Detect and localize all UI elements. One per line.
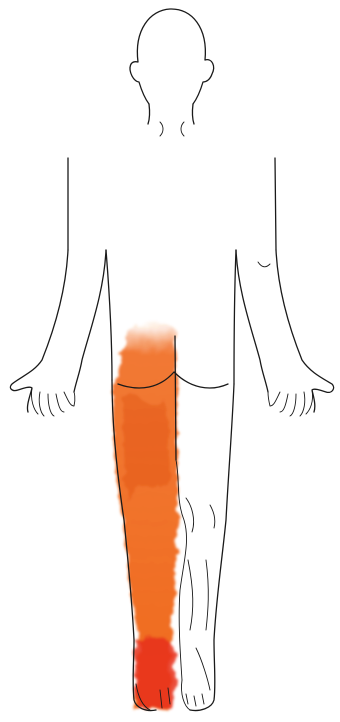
right-arm: [236, 250, 334, 412]
neck-detail: [160, 122, 184, 136]
left-hand: [31, 388, 74, 416]
neck: [148, 104, 194, 124]
pain-region: [112, 322, 178, 710]
right-hip: [234, 250, 236, 384]
right-knee-detail: [186, 498, 215, 532]
torso-right-edge: [275, 158, 276, 250]
head: [130, 9, 214, 104]
right-calf-detail: [188, 560, 208, 630]
right-leg: [190, 384, 234, 711]
left-arm: [10, 250, 106, 412]
pain-region-texture: [122, 394, 170, 500]
inner-leg-line: [176, 460, 187, 680]
right-elbow-mark: [258, 262, 270, 267]
left-hip: [106, 250, 112, 380]
right-hand: [268, 390, 313, 416]
right-foot: [181, 648, 210, 710]
